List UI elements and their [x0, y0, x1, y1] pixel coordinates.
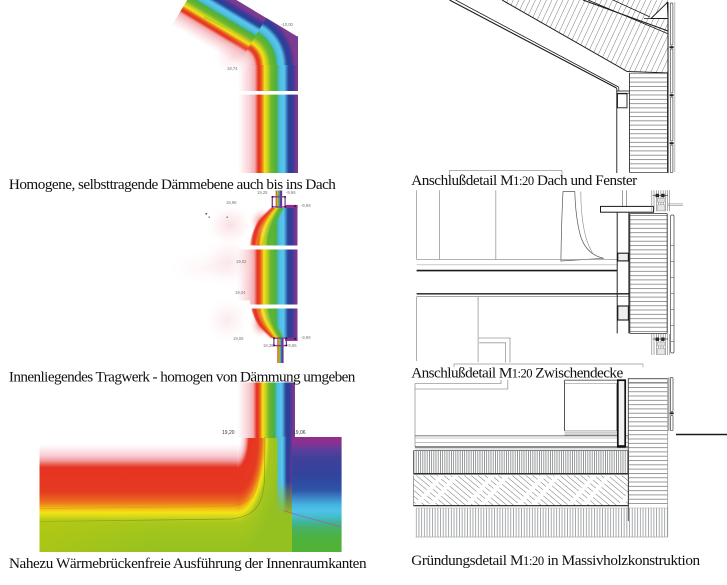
svg-text:Innenliegendes Tragwerk - homo: Innenliegendes Tragwerk - homogen von Dä… — [9, 369, 356, 386]
svg-text:Homogene, selbsttragende Dämme: Homogene, selbsttragende Dämmebene auch … — [9, 176, 336, 193]
svg-text:19,02: 19,02 — [236, 259, 247, 264]
svg-text:-9,99: -9,99 — [301, 203, 311, 208]
svg-text:18,74: 18,74 — [227, 66, 238, 71]
svg-text:18,96: 18,96 — [226, 200, 237, 205]
svg-text:-9,99: -9,99 — [301, 335, 311, 340]
svg-text:19,06: 19,06 — [293, 430, 306, 436]
svg-text:-10,00: -10,00 — [281, 22, 294, 27]
svg-text:19,25: 19,25 — [257, 190, 268, 195]
svg-text:Gründungsdetail M1:20 in Massi: Gründungsdetail M1:20 in Massivholzkonst… — [411, 552, 700, 569]
svg-text:-9,96: -9,96 — [287, 343, 297, 348]
svg-text:19,06: 19,06 — [233, 336, 244, 341]
svg-text:Nahezu Wärmebrückenfreie Ausfü: Nahezu Wärmebrückenfreie Ausführung der … — [9, 555, 367, 572]
svg-text:18,25: 18,25 — [263, 343, 274, 348]
svg-text:Anschlußdetail M1:20 Zwischend: Anschlußdetail M1:20 Zwischendecke — [411, 364, 623, 381]
svg-text:Anschlußdetail M1:20 Dach und: Anschlußdetail M1:20 Dach und Fenster — [411, 172, 637, 189]
svg-text:-9,96: -9,96 — [286, 190, 296, 195]
svg-text:19,20: 19,20 — [222, 430, 235, 436]
svg-text:19,04: 19,04 — [235, 290, 246, 295]
